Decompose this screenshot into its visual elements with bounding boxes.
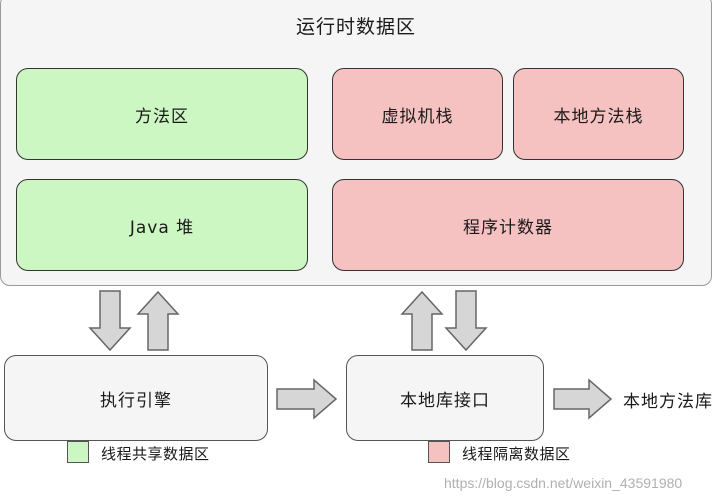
- vm-stack-box: 虚拟机栈: [332, 68, 503, 160]
- down-arrow-icon: [88, 290, 132, 352]
- shared-legend-swatch: [67, 441, 89, 463]
- method-area-box: 方法区: [16, 68, 308, 160]
- java-heap-box: Java 堆: [16, 179, 308, 271]
- right-arrow-icon: [276, 378, 338, 420]
- private-legend-swatch: [428, 441, 450, 463]
- native-library-label: 本地方法库: [623, 392, 713, 412]
- down-arrow-icon: [444, 290, 488, 352]
- watermark: https://blog.csdn.net/weixin_43591980: [444, 475, 683, 491]
- up-arrow-icon: [400, 290, 444, 351]
- runtime-data-area-title: 运行时数据区: [295, 16, 416, 38]
- native-interface-box: 本地库接口: [346, 355, 544, 441]
- program-counter-box: 程序计数器: [332, 179, 684, 271]
- private-legend-label: 线程隔离数据区: [462, 445, 571, 463]
- shared-legend-label: 线程共享数据区: [101, 445, 210, 463]
- up-arrow-icon: [136, 290, 180, 351]
- execution-engine-box: 执行引擎: [4, 355, 268, 441]
- native-method-stack-box: 本地方法栈: [513, 68, 684, 160]
- right-arrow-icon: [553, 378, 613, 420]
